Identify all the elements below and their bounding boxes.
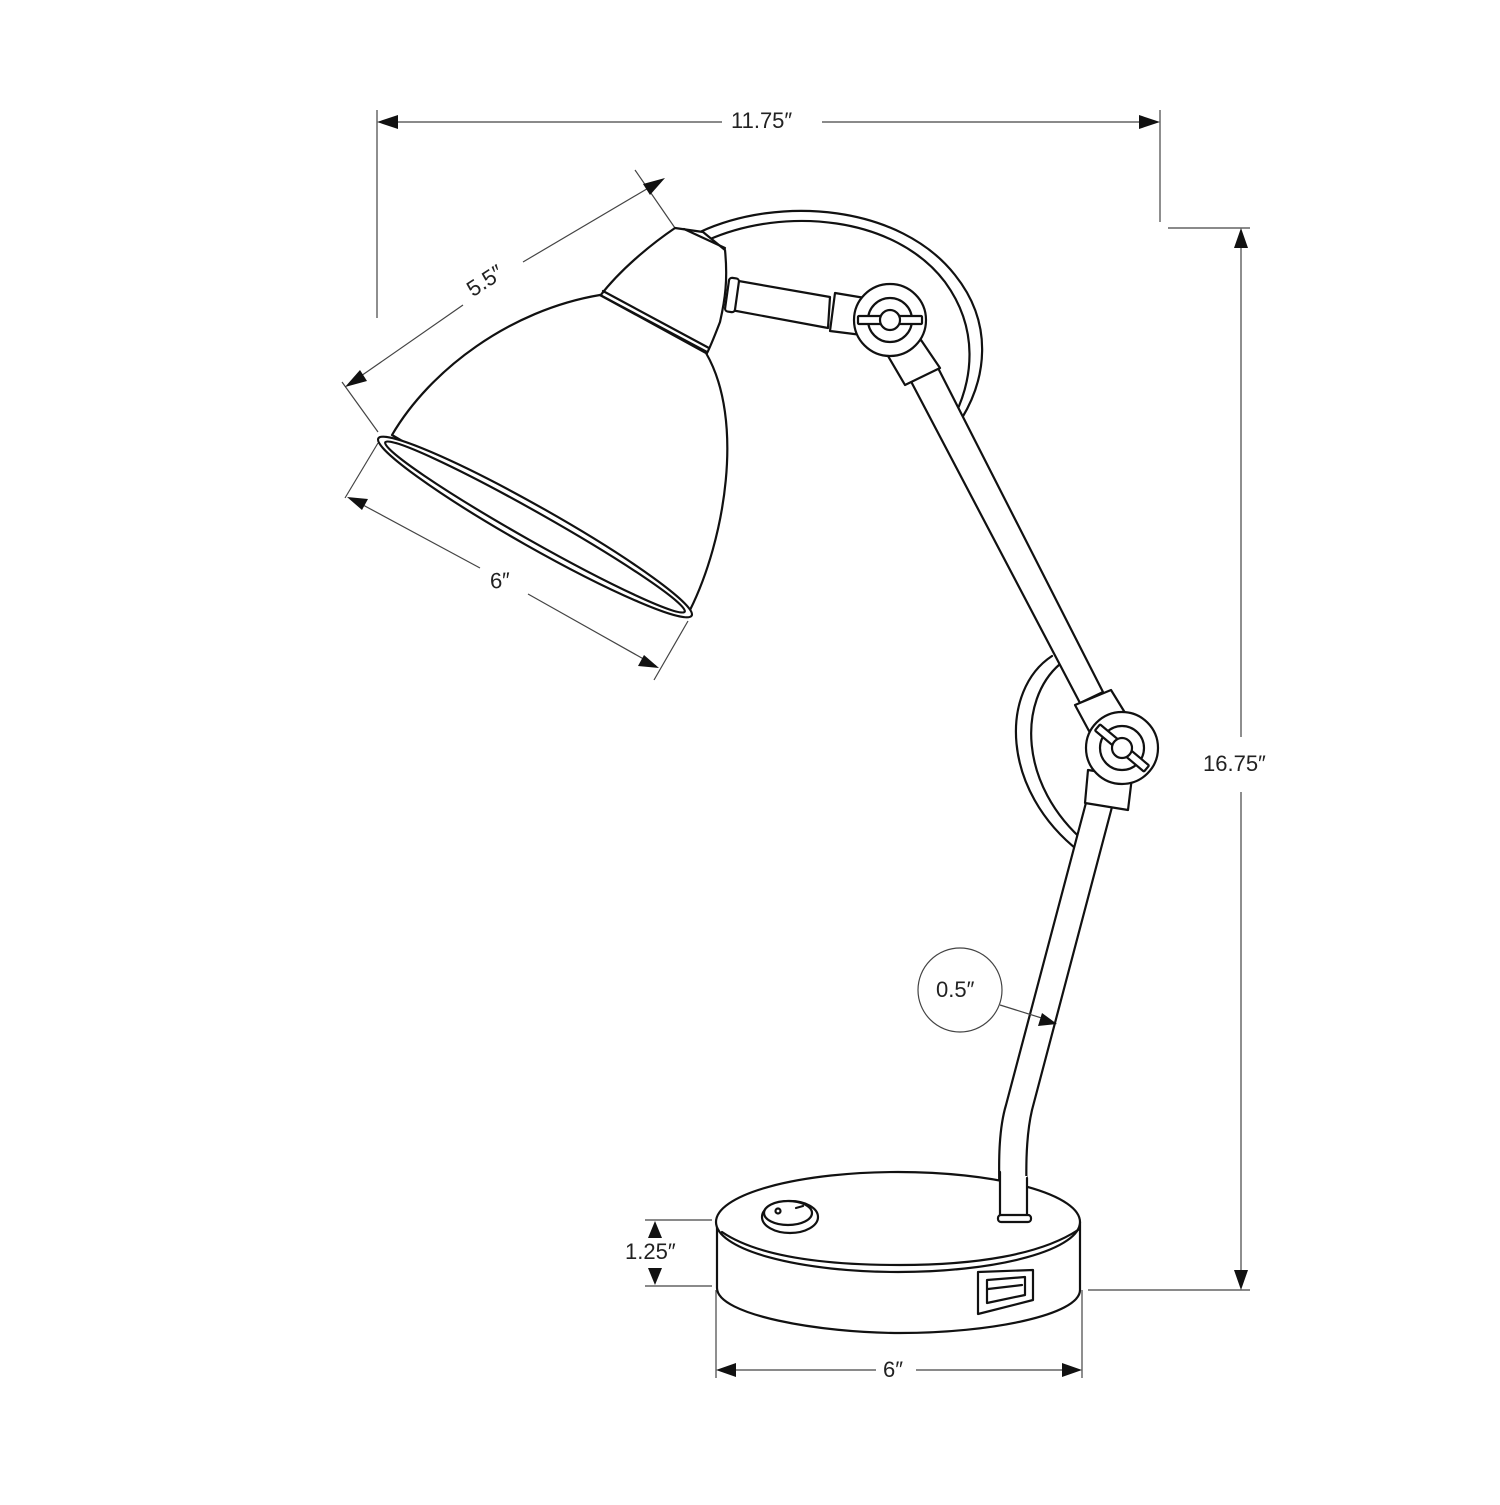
overall-width-label: 11.75″ [731,108,793,133]
power-cord [698,209,1088,854]
shade-length-dimension [341,169,676,433]
arrowhead-icon [1234,1270,1248,1290]
upper-joint [852,282,928,358]
lamp-base [714,1170,1082,1335]
arrowhead-icon [643,178,665,195]
overall-width-dimension [376,110,1161,318]
arrowhead-icon [1139,115,1160,129]
upper-arm [723,276,867,337]
arrowhead-icon [1038,1013,1057,1026]
overall-height-dimension [1088,227,1250,1291]
arrowhead-icon [347,497,368,510]
base-height-dimension [645,1219,712,1287]
base-diameter-label: 6″ [883,1357,904,1382]
lamp-shade [376,226,729,619]
arrowhead-icon [648,1221,662,1238]
arm-diameter-callout [917,947,1057,1033]
middle-arm [886,338,1105,705]
shade-diameter-dimension [344,442,689,681]
arrowhead-icon [648,1268,662,1285]
lower-joint [1073,688,1160,812]
rocker-switch [760,1199,820,1235]
base-height-label: 1.25″ [625,1239,676,1264]
arrowhead-icon [1062,1363,1082,1377]
shade-diameter-label: 6″ [489,567,511,594]
usb-port-icon [976,1268,1035,1316]
arrowhead-icon [345,370,367,387]
lower-arm [996,778,1119,1224]
base-diameter-dimension [715,1290,1083,1378]
arrowhead-icon [377,115,398,129]
arrowhead-icon [638,655,659,668]
arrowhead-icon [716,1363,736,1377]
arrowhead-icon [1234,228,1248,248]
overall-height-label: 16.75″ [1203,751,1266,776]
arm-diameter-label: 0.5″ [936,977,975,1002]
